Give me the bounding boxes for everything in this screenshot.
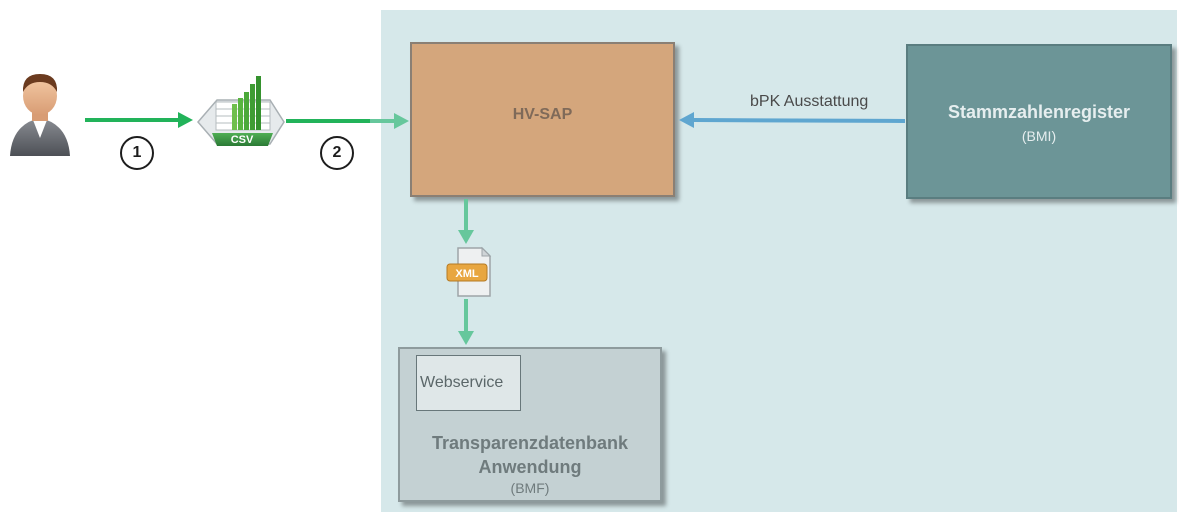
stammzahlenregister-box[interactable]: Stammzahlenregister (BMI)	[906, 44, 1172, 199]
arrow-csv-to-hvsap	[286, 113, 409, 129]
arrow-xml-to-trans	[458, 299, 474, 345]
bpk-ausstattung-label: bPK Ausstattung	[750, 93, 869, 110]
transparenzdatenbank-title-line1: Transparenzdatenbank	[431, 433, 629, 453]
hv-sap-box[interactable]: HV-SAP	[410, 42, 675, 197]
csv-file-icon: CSV	[197, 76, 285, 146]
step-2-badge: 2	[320, 136, 354, 170]
webservice-box[interactable]: Webservice	[416, 355, 521, 411]
xml-label: XML	[455, 268, 479, 280]
csv-label: CSV	[231, 134, 254, 146]
stammzahlenregister-subtitle: (BMI)	[1021, 128, 1057, 144]
arrow-stamm-to-hvsap	[679, 112, 906, 128]
hv-sap-title: HV-SAP	[512, 106, 573, 123]
arrow-hvsap-to-xml	[458, 199, 474, 244]
xml-file-icon: XML	[446, 246, 492, 297]
transparenzdatenbank-title: Transparenzdatenbank Anwendung	[400, 431, 660, 479]
step-1-badge: 1	[120, 136, 154, 170]
transparenzdatenbank-subtitle: (BMF)	[510, 480, 550, 496]
transparenzdatenbank-box[interactable]: Webservice Transparenzdatenbank Anwendun…	[398, 347, 662, 502]
user-icon	[10, 74, 70, 156]
arrow-user-to-csv	[85, 112, 193, 128]
stammzahlenregister-title: Stammzahlenregister	[947, 102, 1131, 122]
transparenzdatenbank-title-line2: Anwendung	[478, 457, 582, 477]
